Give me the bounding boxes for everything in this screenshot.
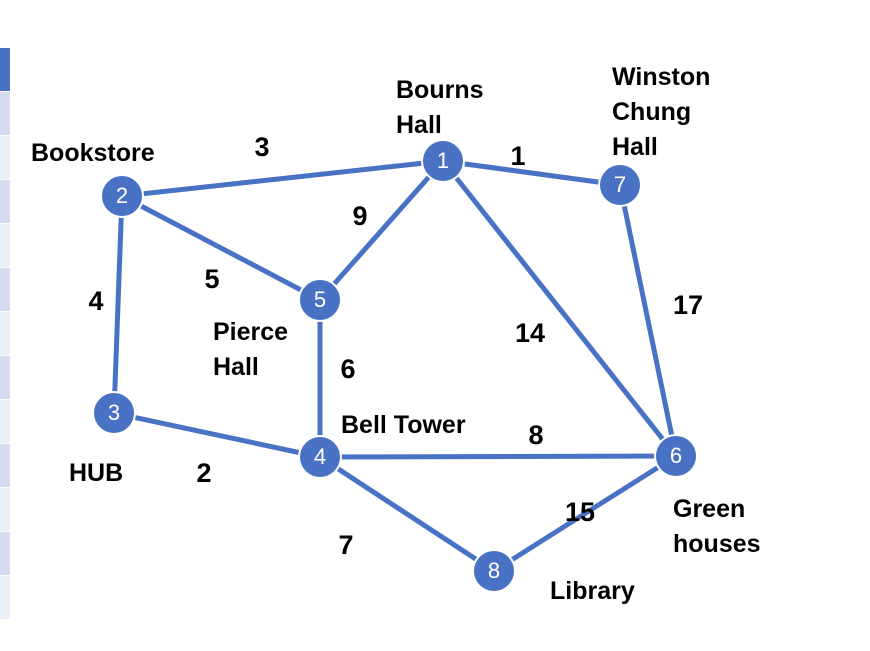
- strip-cell: [0, 532, 10, 576]
- place-label-line: Bookstore: [31, 139, 155, 167]
- place-label-line: Bell Tower: [341, 411, 466, 439]
- node-number: 8: [488, 558, 500, 583]
- strip-cell: [0, 488, 10, 532]
- edges-layer: [111, 158, 679, 574]
- node-1: 1: [421, 139, 465, 183]
- strip-cell: [0, 356, 10, 400]
- strip-cell: [0, 312, 10, 356]
- edge-weight-label: 6: [340, 354, 355, 384]
- edge-1-6: [440, 158, 679, 459]
- node-2: 2: [100, 174, 144, 218]
- edge-4-6: [317, 453, 679, 460]
- strip-cell: [0, 268, 10, 312]
- strip-cell: [0, 48, 10, 92]
- node-number: 1: [437, 148, 449, 173]
- node-8: 8: [472, 549, 516, 593]
- node-circle: [298, 278, 342, 322]
- edge-weight-label: 3: [254, 132, 269, 162]
- edge-weight-label: 1: [510, 141, 525, 171]
- node-number: 3: [108, 400, 120, 425]
- edge-weight-label: 17: [673, 290, 703, 320]
- place-label-line: Hall: [612, 133, 658, 161]
- node-number: 5: [314, 287, 326, 312]
- edge-8-6: [491, 453, 679, 574]
- edge-weight-label: 7: [338, 530, 353, 560]
- edge-weight-label: 15: [565, 497, 595, 527]
- node-circle: [421, 139, 465, 183]
- place-label-line: houses: [673, 530, 761, 558]
- place-label-line: Green: [673, 495, 745, 523]
- strip-cell: [0, 136, 10, 180]
- edge-2-5: [119, 193, 323, 303]
- place-label-line: Hall: [396, 111, 442, 139]
- node-6: 6: [654, 434, 698, 478]
- edge-weight-label: 8: [528, 420, 543, 450]
- place-label-node-4: Bell Tower: [341, 411, 466, 439]
- table-edge-strip: [0, 48, 10, 620]
- edge-4-8: [317, 454, 497, 574]
- edge-2-1: [119, 158, 446, 199]
- strip-cell: [0, 92, 10, 136]
- place-label-line: Library: [550, 577, 635, 605]
- edge-1-7: [440, 158, 623, 188]
- node-number: 4: [314, 444, 326, 469]
- edge-weight-label: 14: [515, 318, 545, 348]
- node-number: 7: [614, 172, 626, 197]
- strip-cell: [0, 444, 10, 488]
- edge-weight-label: 5: [204, 264, 219, 294]
- edge-7-6: [617, 182, 679, 459]
- place-label-node-8: Library: [550, 577, 635, 605]
- place-label-line: Hall: [213, 353, 259, 381]
- place-label-line: HUB: [69, 459, 123, 487]
- node-number: 2: [116, 183, 128, 208]
- place-label-node-3: HUB: [69, 459, 123, 487]
- strip-cell: [0, 576, 10, 620]
- edge-weight-label: 9: [352, 201, 367, 231]
- node-4: 4: [298, 435, 342, 479]
- edge-2-3: [111, 193, 125, 416]
- edge-weight-label: 2: [196, 458, 211, 488]
- place-label-line: Chung: [612, 98, 691, 126]
- node-circle: [598, 163, 642, 207]
- node-5: 5: [298, 278, 342, 322]
- edge-1-5: [317, 158, 446, 303]
- edge-weight-label: 4: [88, 286, 103, 316]
- node-circle: [92, 391, 136, 435]
- node-number: 6: [670, 443, 682, 468]
- node-circle: [472, 549, 516, 593]
- node-7: 7: [598, 163, 642, 207]
- node-3: 3: [92, 391, 136, 435]
- node-circle: [654, 434, 698, 478]
- node-circle: [298, 435, 342, 479]
- node-circle: [100, 174, 144, 218]
- strip-cell: [0, 180, 10, 224]
- place-label-line: Bourns: [396, 76, 484, 104]
- nodes-layer: 1 2 3 4 5 6 7 8: [92, 139, 698, 593]
- strip-cell: [0, 400, 10, 444]
- place-label-line: Pierce: [213, 318, 288, 346]
- place-label-line: Winston: [612, 63, 710, 91]
- place-label-node-2: Bookstore: [31, 139, 155, 167]
- strip-cell: [0, 224, 10, 268]
- place-label-node-6: Green houses: [673, 495, 761, 558]
- edge-3-4: [111, 410, 323, 460]
